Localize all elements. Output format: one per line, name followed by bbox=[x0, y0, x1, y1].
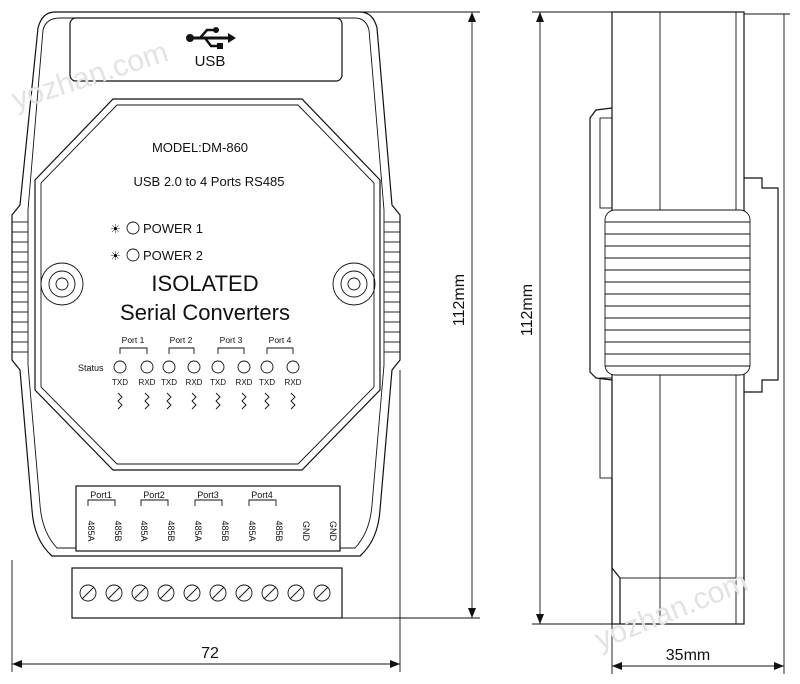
port-3-label: Port 3 bbox=[220, 335, 243, 345]
terminal-block bbox=[71, 567, 343, 619]
label-panel bbox=[34, 98, 381, 471]
terminal-label-gnd-2: GND bbox=[328, 521, 338, 542]
terminal-label-485a-2: 485A bbox=[139, 520, 149, 541]
port-1-label: Port 1 bbox=[122, 335, 145, 345]
description-label: USB 2.0 to 4 Ports RS485 bbox=[133, 174, 284, 189]
terminal-label-485a-1: 485A bbox=[86, 520, 96, 541]
terminal-label-485a-3: 485A bbox=[193, 520, 203, 541]
led-sun-icon: ☀ bbox=[110, 249, 121, 263]
led-label-rxd-3: RXD bbox=[236, 378, 253, 387]
led-label-txd-4: TXD bbox=[259, 378, 275, 387]
front-height-value: 112mm bbox=[451, 274, 468, 326]
terminal-label-485a-4: 485A bbox=[247, 520, 257, 541]
depth-dimension: 35mm bbox=[611, 13, 790, 674]
terminal-label-panel bbox=[75, 485, 341, 552]
terminal-port-2: Port2 bbox=[143, 490, 165, 500]
port-4-label: Port 4 bbox=[269, 335, 292, 345]
model-label: MODEL:DM-860 bbox=[152, 140, 248, 155]
side-height-value: 112mm bbox=[519, 284, 536, 336]
usb-label: USB bbox=[195, 53, 226, 70]
title-line-2: Serial Converters bbox=[120, 300, 290, 325]
front-height-dimension: 112mm bbox=[342, 11, 480, 619]
depth-value: 35mm bbox=[666, 647, 710, 664]
terminal-label-485b-4: 485B bbox=[274, 520, 284, 541]
status-label: Status bbox=[78, 363, 104, 373]
side-ribs bbox=[604, 209, 751, 376]
usb-port-window bbox=[69, 17, 343, 82]
width-dimension: 72 bbox=[11, 370, 401, 672]
terminal-port-3: Port3 bbox=[197, 490, 219, 500]
side-view bbox=[589, 11, 779, 625]
power-led-1-label: POWER 1 bbox=[143, 221, 203, 236]
led-label-rxd-4: RXD bbox=[285, 378, 302, 387]
right-mounting-screw-icon bbox=[332, 262, 376, 306]
power-led-2: ☀ POWER 2 bbox=[110, 248, 203, 263]
terminal-label-485b-2: 485B bbox=[166, 520, 176, 541]
width-value: 72 bbox=[201, 645, 219, 662]
title-line-1: ISOLATED bbox=[151, 271, 258, 296]
terminal-screws bbox=[79, 584, 331, 602]
right-grip-ridges bbox=[384, 221, 400, 353]
terminal-label-485b-1: 485B bbox=[113, 520, 123, 541]
terminal-label-485b-3: 485B bbox=[220, 520, 230, 541]
terminal-port-1: Port1 bbox=[90, 490, 112, 500]
status-leds bbox=[113, 360, 300, 374]
front-view: USB MODEL:DM-860 USB 2.0 to 4 Ports RS48… bbox=[11, 11, 401, 619]
led-flash-icons bbox=[117, 392, 296, 410]
led-label-rxd-2: RXD bbox=[186, 378, 203, 387]
terminal-port-4: Port4 bbox=[251, 490, 273, 500]
led-sun-icon: ☀ bbox=[110, 222, 121, 236]
led-label-rxd-1: RXD bbox=[139, 378, 156, 387]
terminal-label-gnd-1: GND bbox=[301, 521, 311, 542]
left-grip-ridges bbox=[12, 221, 28, 353]
side-height-dimension: 112mm bbox=[519, 11, 612, 625]
left-mounting-screw-icon bbox=[40, 262, 84, 306]
port-2-label: Port 2 bbox=[170, 335, 193, 345]
led-label-txd-2: TXD bbox=[161, 378, 177, 387]
led-label-txd-3: TXD bbox=[210, 378, 226, 387]
power-led-2-label: POWER 2 bbox=[143, 248, 203, 263]
led-label-txd-1: TXD bbox=[112, 378, 128, 387]
power-led-1: ☀ POWER 1 bbox=[110, 221, 203, 236]
usb-icon bbox=[186, 27, 236, 49]
